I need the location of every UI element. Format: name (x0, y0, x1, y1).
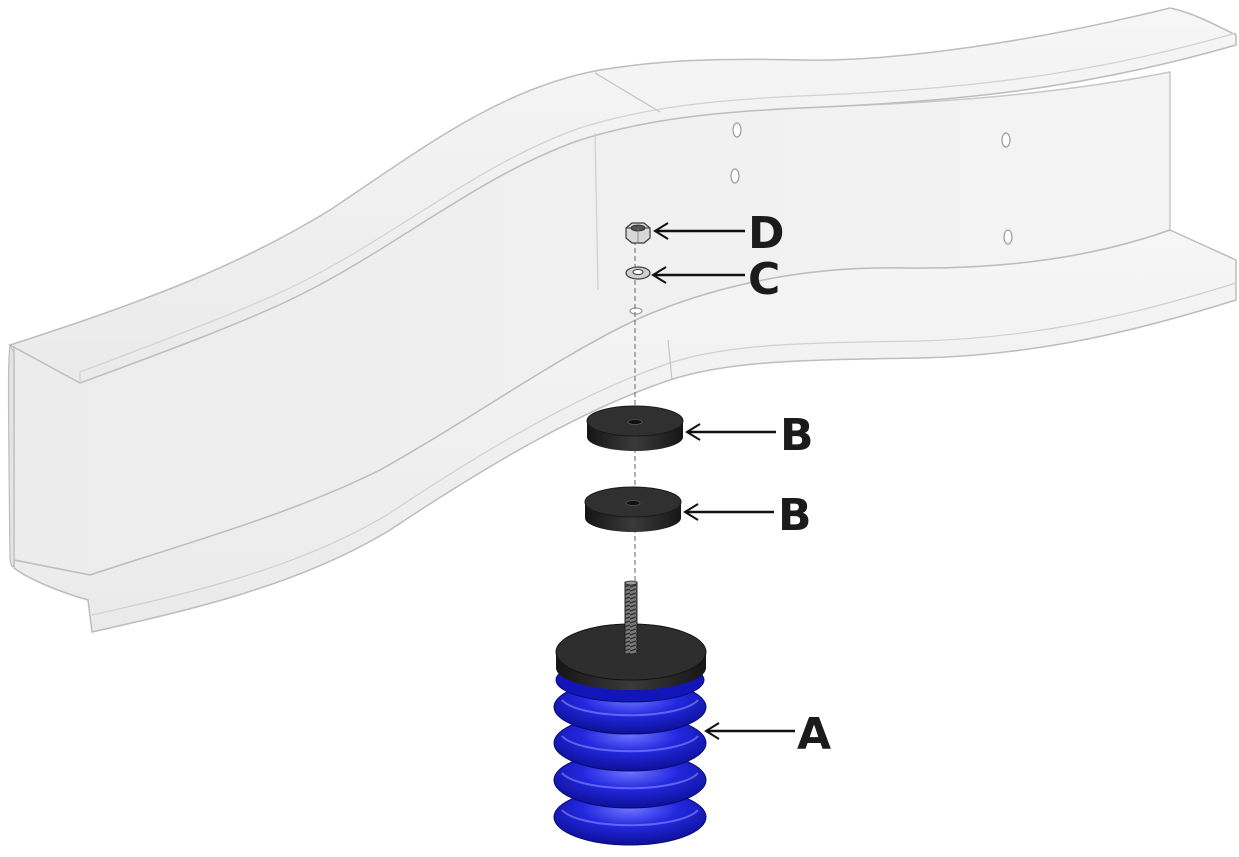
frame-hole (1003, 229, 1013, 245)
callout-b-lower: B (683, 490, 812, 541)
callout-label-d: D (748, 208, 785, 259)
frame-mount-hole (629, 307, 643, 315)
callout-label-c: C (748, 254, 780, 305)
spacer-disc-icon (586, 405, 684, 451)
frame-top-flange (8, 7, 1237, 384)
frame-bottom-flange (13, 229, 1237, 633)
callout-label-b: B (778, 490, 812, 541)
arrow-head-icon (685, 423, 701, 441)
arrow-head-icon (653, 222, 669, 240)
spacer-disc-icon (584, 486, 682, 532)
frame-rail (7, 7, 1237, 633)
nut-icon (625, 222, 651, 244)
frame-hole (1001, 132, 1011, 148)
callout-d: D (653, 208, 785, 259)
callout-label-a: A (797, 709, 831, 760)
callout-c: C (651, 254, 780, 305)
callout-a: A (704, 709, 831, 760)
bump-stop-icon (553, 580, 707, 846)
washer-icon (625, 266, 651, 280)
frame-hole (730, 168, 740, 184)
callout-b-upper: B (685, 410, 814, 461)
arrow-head-icon (651, 266, 667, 284)
arrow-head-icon (704, 722, 720, 740)
frame-hole (732, 122, 742, 138)
arrow-head-icon (683, 503, 699, 521)
callout-label-b: B (780, 410, 814, 461)
